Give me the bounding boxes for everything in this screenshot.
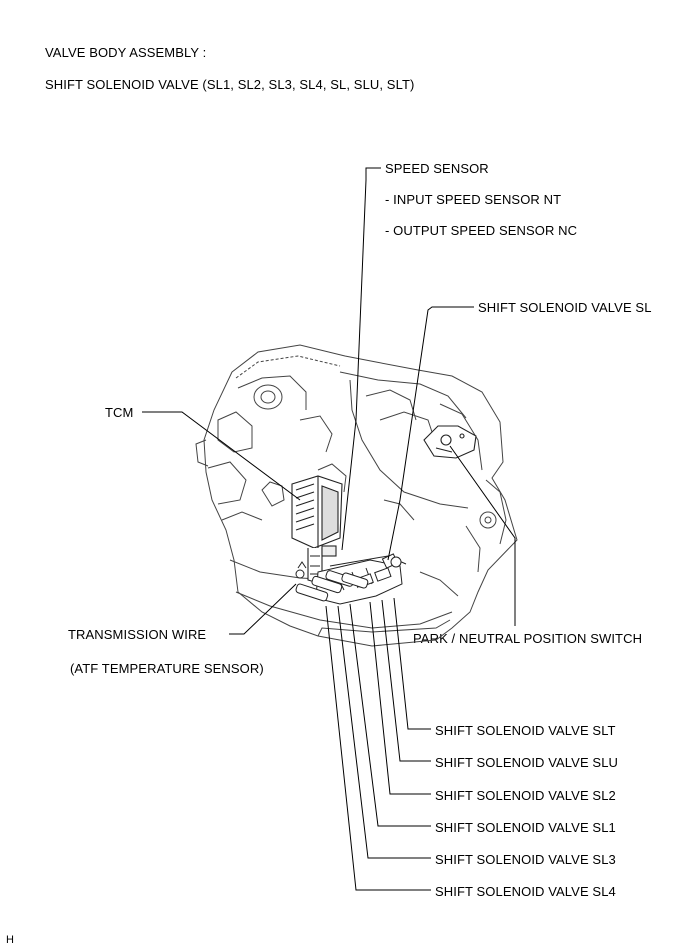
label-shift-solenoid-sl1: SHIFT SOLENOID VALVE SL1 (435, 820, 616, 835)
leader-lines (142, 167, 516, 891)
header-subtitle: SHIFT SOLENOID VALVE (SL1, SL2, SL3, SL4… (45, 77, 415, 92)
label-shift-solenoid-slu: SHIFT SOLENOID VALVE SLU (435, 755, 619, 770)
leader-tcm (142, 411, 301, 501)
label-shift-solenoid-sl4: SHIFT SOLENOID VALVE SL4 (435, 884, 616, 899)
transaxle-housing (195, 344, 518, 647)
leader-sl1 (349, 603, 431, 827)
corner-mark: H (6, 934, 15, 946)
solenoid-valves (295, 561, 369, 602)
label-park-neutral-switch: PARK / NEUTRAL POSITION SWITCH (413, 631, 643, 646)
label-shift-solenoid-slt: SHIFT SOLENOID VALVE SLT (435, 723, 616, 738)
label-atf-temp-sensor: (ATF TEMPERATURE SENSOR) (70, 661, 264, 676)
leader-speed-sensor (341, 167, 381, 551)
label-shift-solenoid-sl2: SHIFT SOLENOID VALVE SL2 (435, 788, 616, 803)
park-neutral-switch (423, 425, 477, 459)
leader-sl4 (325, 605, 431, 891)
label-shift-solenoid-sl: SHIFT SOLENOID VALVE SL (478, 300, 652, 315)
label-output-speed-sensor: - OUTPUT SPEED SENSOR NC (385, 223, 578, 238)
leader-park-neutral-switch (449, 445, 516, 626)
leader-sl2 (369, 601, 431, 795)
label-transmission-wire: TRANSMISSION WIRE (68, 627, 207, 642)
leader-slu (381, 599, 431, 762)
leader-slt (393, 597, 431, 730)
header-title: VALVE BODY ASSEMBLY : (45, 45, 207, 60)
label-shift-solenoid-sl3: SHIFT SOLENOID VALVE SL3 (435, 852, 616, 867)
leader-sl3 (337, 605, 431, 859)
leader-transmission-wire (229, 583, 297, 635)
label-input-speed-sensor: - INPUT SPEED SENSOR NT (385, 192, 562, 207)
leader-shift-solenoid-sl (387, 306, 474, 561)
label-speed-sensor: SPEED SENSOR (385, 161, 489, 176)
label-tcm: TCM (105, 405, 134, 420)
